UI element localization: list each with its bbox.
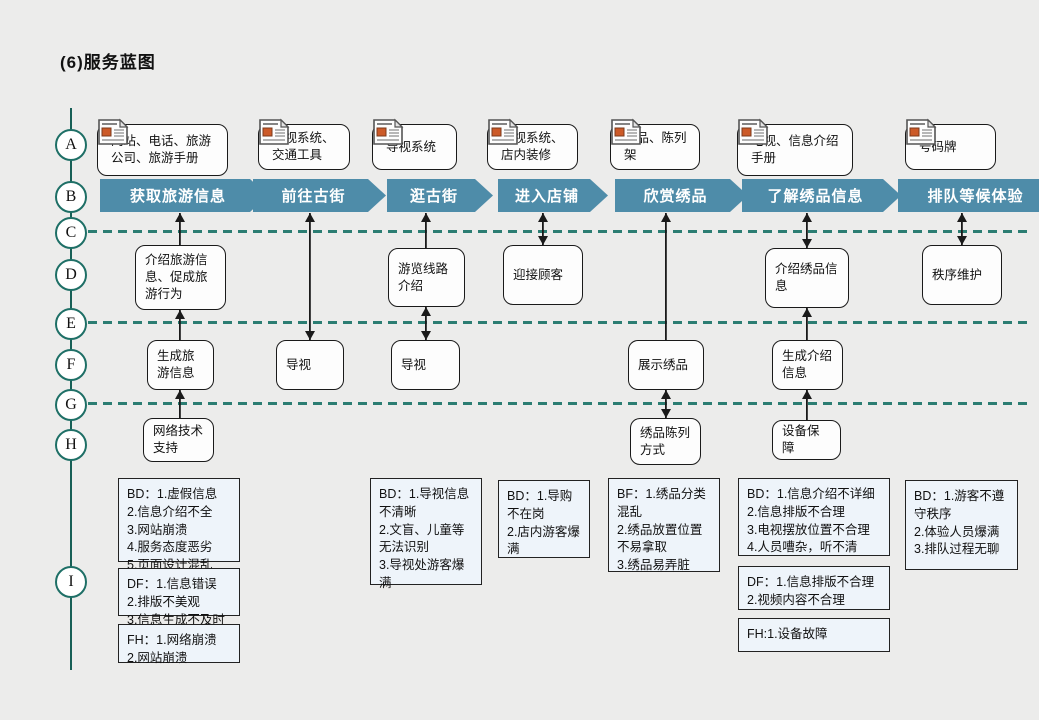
backstage-box: 导视 [276, 340, 344, 390]
line-of-interaction [88, 230, 1032, 233]
flow-arrow [660, 213, 672, 340]
customer-action-arrow: 了解绣品信息 [742, 179, 901, 212]
lane-circle-f: F [55, 349, 87, 381]
lane-circle-g: G [55, 389, 87, 421]
line-of-visibility [88, 321, 1032, 324]
customer-action-arrow: 进入店铺 [498, 179, 608, 212]
flow-arrow [174, 310, 186, 340]
flow-arrow [174, 390, 186, 418]
onstage-box: 迎接顾客 [503, 245, 583, 305]
flow-arrow [801, 213, 813, 248]
flow-arrow [660, 390, 672, 418]
failure-box: BD：1.导购不在岗 2.店内游客爆满 [498, 480, 590, 558]
flow-arrow [956, 213, 968, 245]
evidence-box: 导视系统、交通工具 [258, 118, 350, 170]
onstage-box: 介绍旅游信息、促成旅游行为 [135, 245, 226, 310]
failure-box: DF：1.信息错误 2.排版不美观 3.信息生成不及时 [118, 568, 240, 627]
evidence-box: 绣品、陈列架 [610, 118, 700, 170]
support-box: 网络技术支持 [143, 418, 214, 462]
onstage-box: 介绍绣品信息 [765, 248, 849, 308]
backstage-box: 生成介绍信息 [772, 340, 843, 390]
page-title: (6)服务蓝图 [60, 53, 156, 72]
document-icon [736, 115, 770, 152]
evidence-box: 网站、电话、旅游公司、旅游手册 [97, 118, 228, 176]
document-icon [486, 115, 520, 152]
flow-arrow [801, 308, 813, 340]
flow-arrow [304, 213, 316, 340]
lane-circle-a: A [55, 129, 87, 161]
backstage-box: 生成旅游信息 [147, 340, 214, 390]
document-icon [904, 115, 938, 152]
failure-box: BD：1.虚假信息 2.信息介绍不全 3.网站崩溃 4.服务态度恶劣 5.页面设… [118, 478, 240, 572]
evidence-box: 导视系统、店内装修 [487, 118, 578, 170]
flow-arrow [420, 307, 432, 340]
failure-box: FH：1.网络崩溃 2.网站崩溃 [118, 624, 240, 665]
support-box: 绣品陈列方式 [630, 418, 701, 465]
document-icon [609, 115, 643, 152]
customer-action-arrow: 排队等候体验 [898, 179, 1039, 212]
evidence-box: 号码牌 [905, 118, 996, 170]
failure-box: FH:1.设备故障 [738, 618, 890, 652]
flow-arrow [420, 213, 432, 248]
failure-box: DF：1.信息排版不合理 2.视频内容不合理 [738, 566, 890, 610]
support-box: 设备保障 [772, 420, 841, 460]
failure-box: BD：1.导视信息不清晰 2.文盲、儿童等无法识别 3.导视处游客爆满 [370, 478, 482, 590]
line-of-internal-interaction [88, 402, 1032, 405]
failure-box: BD：1.游客不遵守秩序 2.体验人员爆满 3.排队过程无聊 [905, 480, 1018, 570]
document-icon [257, 115, 291, 152]
evidence-box: 电视、信息介绍手册 [737, 118, 853, 176]
backstage-box: 导视 [391, 340, 460, 390]
customer-action-arrow: 获取旅游信息 [100, 179, 268, 212]
lane-circle-c: C [55, 217, 87, 249]
failure-box: BD：1.信息介绍不详细 2.信息排版不合理 3.电视摆放位置不合理 4.人员嘈… [738, 478, 890, 556]
backstage-box: 展示绣品 [628, 340, 704, 390]
flow-arrow [537, 213, 549, 245]
failure-box: BF：1.绣品分类混乱 2.绣品放置位置不易拿取 3.绣品易弄脏 [608, 478, 720, 572]
flow-arrow [801, 390, 813, 420]
document-icon [371, 115, 405, 152]
lane-circle-h: H [55, 429, 87, 461]
evidence-label: 电视、信息介绍手册 [751, 134, 839, 165]
customer-action-arrow: 欣赏绣品 [615, 179, 748, 212]
onstage-box: 秩序维护 [922, 245, 1002, 305]
customer-action-arrow: 逛古街 [387, 179, 493, 212]
customer-action-arrow: 前往古街 [253, 179, 386, 212]
flow-arrow [174, 213, 186, 245]
evidence-label: 网站、电话、旅游公司、旅游手册 [111, 134, 212, 165]
lane-circle-i: I [55, 566, 87, 598]
lane-circle-d: D [55, 259, 87, 291]
onstage-box: 游览线路介绍 [388, 248, 465, 307]
document-icon [96, 115, 130, 152]
lane-circle-b: B [55, 181, 87, 213]
evidence-box: 导视系统 [372, 118, 457, 170]
lane-circle-e: E [55, 308, 87, 340]
